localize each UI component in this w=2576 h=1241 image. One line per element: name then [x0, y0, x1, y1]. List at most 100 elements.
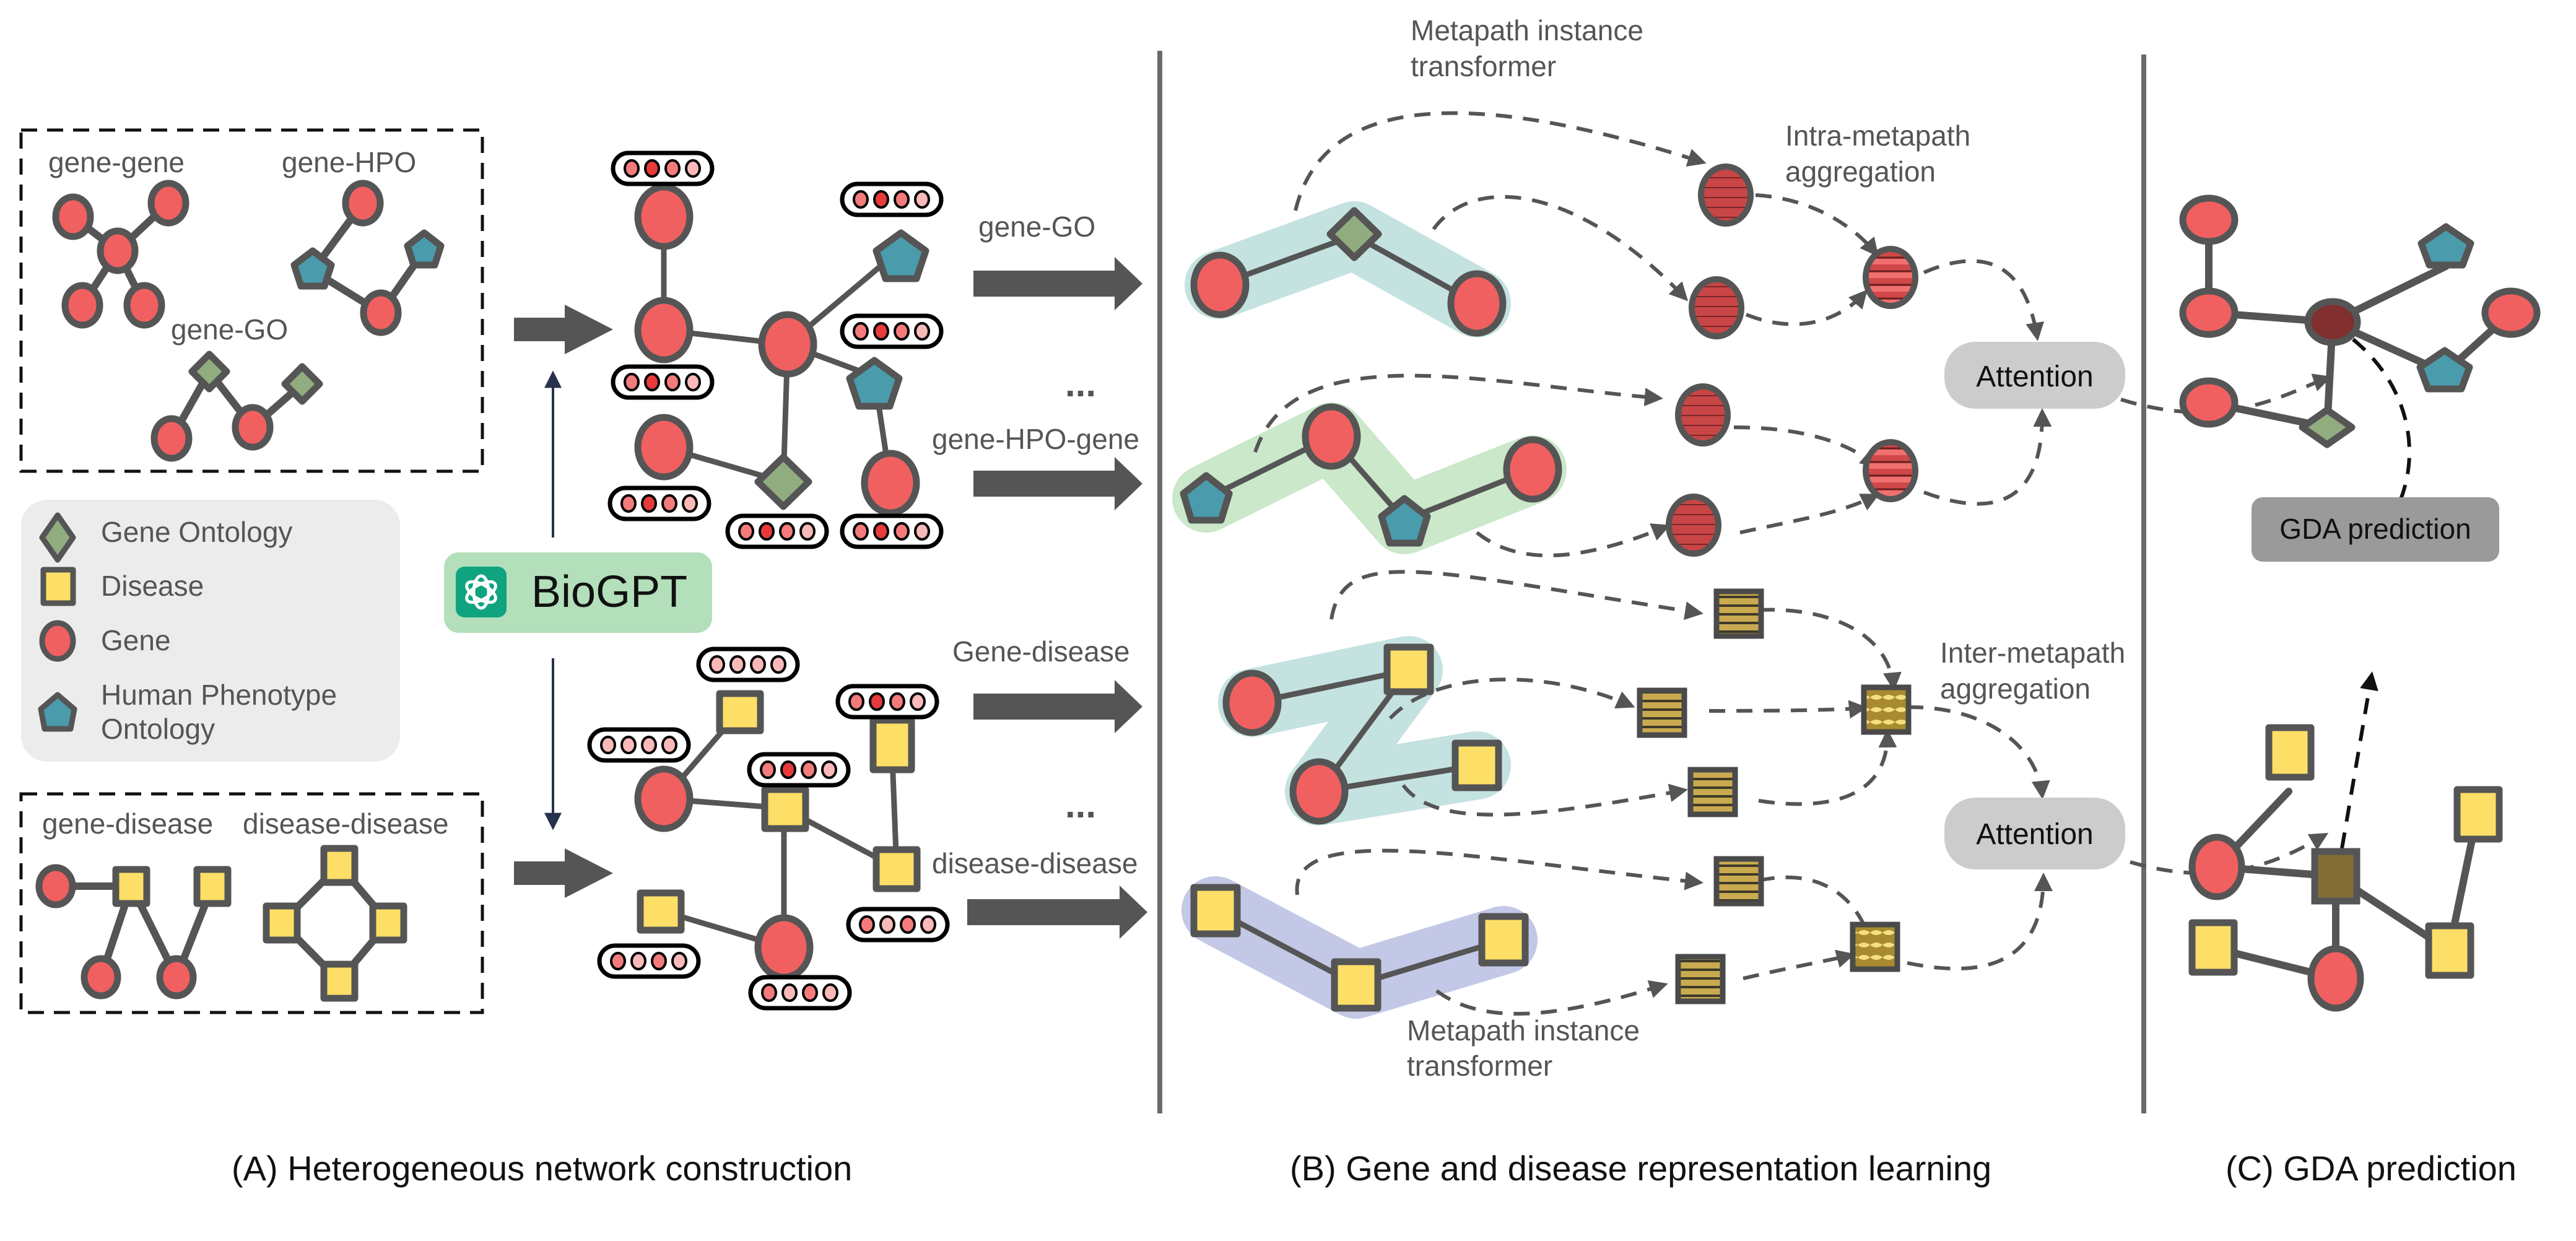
disease-disease-network: [263, 845, 407, 1002]
disease-relations-box: [19, 792, 484, 1014]
embedding-vector-icon: [840, 181, 944, 217]
metapath-instance-disease-disease: [1181, 876, 1538, 1019]
inter-metapath-label-line1: Inter-metapath: [1940, 637, 2125, 669]
inter-metapath-label-line2: aggregation: [1940, 673, 2091, 705]
disease-flow-arrows: [1295, 570, 2329, 1016]
transformer-label-bottom-line1: Metapath instance: [1407, 1014, 1640, 1047]
embedding-vector-icon: [725, 513, 829, 549]
gene-disease-network: [35, 864, 232, 999]
biogpt-label: BioGPT: [531, 567, 687, 617]
arrow-right-icon: [973, 457, 1142, 510]
intra-metapath-label-line1: Intra-metapath: [1785, 120, 1970, 152]
arrow-right-icon: [514, 848, 613, 898]
legend-label-hpo-line2: Ontology: [101, 713, 215, 745]
disease-node: [872, 846, 921, 892]
aggregated-embedding-node: [1863, 246, 1918, 309]
instance-embedding-node: [1666, 494, 1721, 557]
disease-embeddings: [1637, 588, 1912, 1004]
go-node: [2299, 406, 2356, 448]
instance-embedding-node: [1675, 383, 1731, 446]
disease-node: [2265, 724, 2315, 781]
label-disease-disease: disease-disease: [243, 808, 448, 840]
hpo-node: [1180, 472, 1233, 524]
disease-prediction-network: [2188, 724, 2503, 1012]
panel-a: gene-gene gene-HPO gene-GO: [19, 128, 1147, 1188]
gene-node: [861, 450, 920, 516]
target-disease-node: [2311, 848, 2361, 905]
gene-go-network: [150, 351, 323, 462]
instance-embedding-node: [1687, 767, 1738, 817]
gene-node: [634, 414, 694, 481]
disease-node: [1331, 958, 1382, 1012]
aggregated-embedding-node: [1863, 439, 1918, 502]
disease-node: [1478, 913, 1529, 967]
hpo-node: [404, 229, 445, 269]
biogpt-box[interactable]: BioGPT: [444, 552, 712, 633]
embedding-vector-icon: [840, 313, 944, 349]
go-node: [188, 351, 230, 393]
disease-node: [320, 845, 359, 886]
biogpt-background: [444, 552, 712, 633]
gene-node: [52, 193, 94, 240]
instance-embedding-node: [1698, 163, 1754, 227]
gda-prediction-box[interactable]: GDA prediction: [2252, 497, 2499, 562]
target-gene-node: [2304, 298, 2361, 346]
instance-embedding-node: [1713, 588, 1764, 639]
embedding-vector-icon: [835, 684, 939, 720]
gene-node: [97, 227, 139, 274]
gene-hpo-network: [290, 180, 445, 336]
disease-node: [761, 786, 809, 832]
gene-node: [1190, 251, 1250, 318]
caption-panel-c: (C) GDA prediction: [2226, 1149, 2517, 1188]
arrow-right-icon: [514, 305, 613, 354]
embedding-vector-icon: [607, 486, 711, 521]
disease-node: [1451, 739, 1502, 791]
gene-node: [2188, 834, 2245, 900]
metapath-label-disease-disease: disease-disease: [932, 847, 1138, 879]
transformer-label-bottom-line2: transformer: [1407, 1050, 1552, 1082]
gene-prediction-network: [2179, 194, 2541, 448]
label-gene-go: gene-GO: [171, 313, 288, 346]
gene-icon: [39, 620, 76, 662]
gene-node: [61, 282, 103, 329]
instance-embedding-node: [1675, 954, 1726, 1004]
gene-flow-arrows: [1253, 111, 2332, 557]
disease-node: [320, 960, 359, 1002]
legend-label-hpo-line1: Human Phenotype: [101, 679, 337, 711]
go-node: [754, 453, 812, 510]
instance-embedding-node: [1637, 687, 1687, 738]
metapath-label-gene-hpo-gene: gene-HPO-gene: [932, 423, 1139, 455]
gene-node: [634, 297, 694, 364]
intra-metapath-label-line2: aggregation: [1785, 155, 1936, 188]
hpo-node: [846, 357, 903, 410]
disease-node: [637, 889, 685, 934]
disease-to-prediction-arrow: [2340, 671, 2378, 849]
gene-node: [147, 180, 189, 227]
gene-node: [80, 955, 121, 999]
embedding-vector-icon: [846, 907, 950, 943]
embedding-vector-icon: [748, 975, 852, 1011]
disease-icon: [40, 567, 76, 606]
ellipsis-bottom: ...: [1065, 784, 1096, 825]
gene-node: [758, 311, 817, 378]
gene-network-with-embeddings: [634, 183, 929, 516]
attention-label-gene: Attention: [1976, 360, 2093, 393]
hpo-node: [872, 229, 929, 282]
disease-node: [869, 716, 915, 773]
caption-panel-a: (A) Heterogeneous network construction: [232, 1149, 852, 1188]
gene-node: [342, 180, 384, 227]
label-gene-disease: gene-disease: [42, 808, 213, 840]
disease-node: [263, 902, 301, 944]
disease-node: [2453, 786, 2503, 843]
gene-node: [156, 955, 197, 999]
gene-embeddings: [1666, 163, 1918, 557]
arrow-right-icon: [973, 257, 1142, 310]
panel-b: Metapath instance transformer Intra-meta…: [1172, 14, 2332, 1188]
go-node: [1326, 207, 1382, 261]
disease-node: [193, 866, 232, 907]
openai-logo-icon: [456, 567, 507, 617]
disease-node: [369, 902, 407, 944]
attention-block-gene: Attention: [1944, 342, 2125, 409]
embedding-vector-icon: [696, 647, 800, 682]
gene-node: [2179, 194, 2239, 245]
